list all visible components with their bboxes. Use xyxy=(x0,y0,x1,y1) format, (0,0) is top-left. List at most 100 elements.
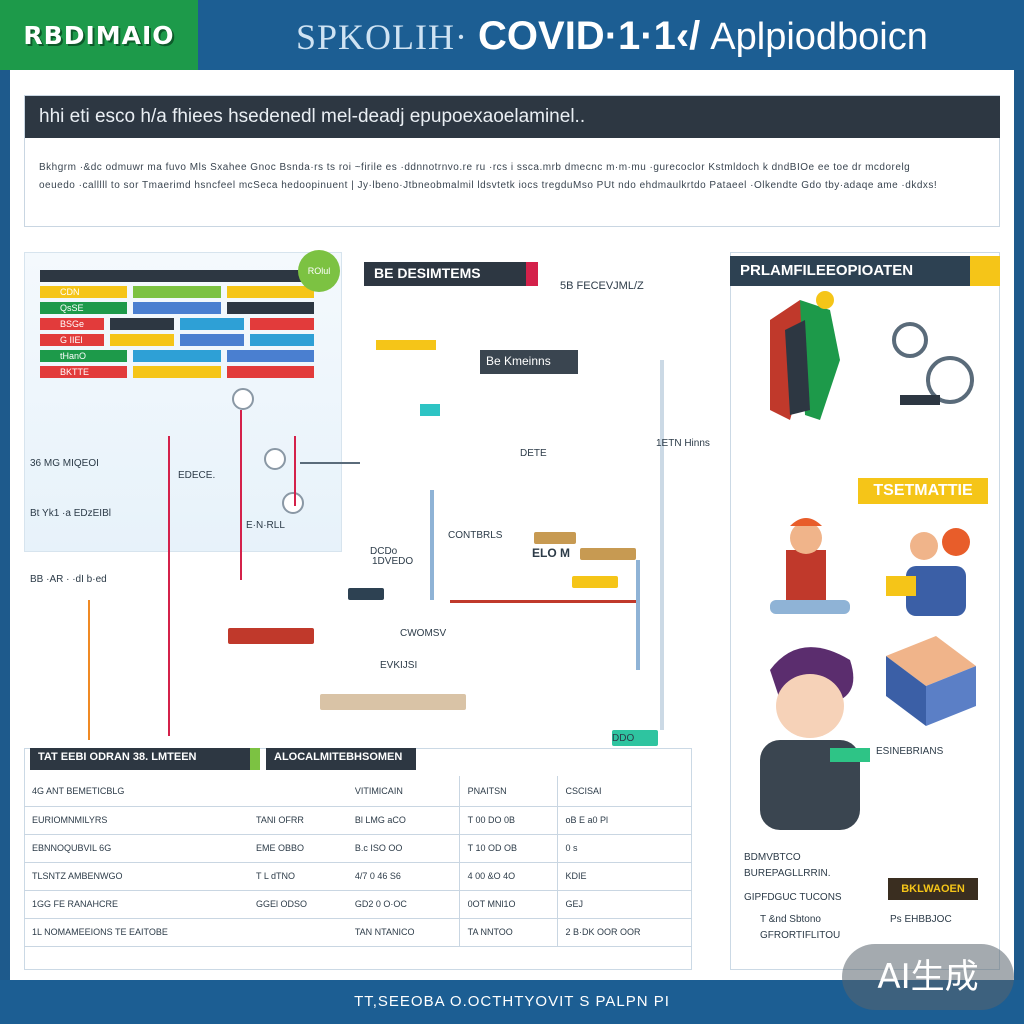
title-tail: Aplpiodboicn xyxy=(710,16,928,58)
bar-label: BKTTE xyxy=(60,367,90,377)
bar-row: BKTTE xyxy=(40,366,320,378)
right-note: Ps EHBBJOC xyxy=(890,914,952,925)
table-cell: EME OBBO xyxy=(247,834,347,863)
center-note: CONTBRLS xyxy=(448,530,503,541)
title-prefix: SPKOLIH· xyxy=(296,17,469,57)
flow-block xyxy=(348,588,384,600)
bar-segment xyxy=(180,318,244,330)
column-header xyxy=(247,776,347,807)
bar-label: QsSE xyxy=(60,303,84,313)
bar-segment xyxy=(40,318,104,330)
left-note: E·N·RLL xyxy=(246,520,285,531)
center-note: DDO xyxy=(612,733,635,744)
brand-badge: RBDIMAIO xyxy=(0,0,198,70)
bar-segment xyxy=(40,366,128,378)
intro-text-line-1: Bkhgrm ·&dc odmuwr ma fuvo Mls Sxahee Gn… xyxy=(39,162,911,173)
table-cell: TANI OFRR xyxy=(247,806,347,835)
flow-line xyxy=(636,560,640,670)
flow-block xyxy=(320,694,466,710)
table-cell: EBNNOQUBVIL 6G xyxy=(24,834,248,863)
flow-bar xyxy=(420,404,440,416)
bar-row: tHanO xyxy=(40,350,320,362)
brand-name: RBDIMAIO xyxy=(23,20,175,50)
flow-block xyxy=(580,548,636,560)
table-cell: T L dTNO xyxy=(247,862,347,891)
table-cell: 0 s xyxy=(556,834,692,863)
bar-label: G IIEl xyxy=(60,335,83,345)
table-cell: EURIOMNMILYRS xyxy=(24,806,248,835)
character-illustration xyxy=(760,647,870,830)
tab-table-a[interactable]: TAT EEBI ODRAN 38. LMTEEN xyxy=(30,748,260,770)
bar-segment xyxy=(226,286,314,298)
bar-row xyxy=(40,270,320,282)
connector-node xyxy=(232,388,254,410)
header-bar: RBDIMAIO SPKOLIH· COVID·1·1‹/ Aplpiodboi… xyxy=(0,0,1024,70)
left-panel-badge: ROlul xyxy=(298,250,340,292)
ai-generated-watermark: AI生成 xyxy=(842,944,1014,1010)
center-note: EVKIJSI xyxy=(380,660,418,671)
column-header: VITIMICAIN xyxy=(346,776,460,807)
column-header: PNAITSN xyxy=(458,776,557,807)
center-note: CWOMSV xyxy=(400,628,447,639)
bar-segment xyxy=(180,334,244,346)
connector-line xyxy=(168,436,170,736)
box-illustration xyxy=(886,636,976,726)
bar-segment xyxy=(110,318,174,330)
bar-segment xyxy=(110,334,174,346)
bar-segment xyxy=(250,334,314,346)
table-cell: 2 B·DK OOR OOR xyxy=(556,918,692,947)
table-cell: GGEl ODSO xyxy=(247,890,347,919)
table-cell: oB E a0 Pl xyxy=(556,806,692,835)
center-note: DCDo xyxy=(370,546,398,557)
bar-label: tHanO xyxy=(60,351,87,361)
people-illustration xyxy=(770,291,840,420)
bar-segment xyxy=(226,302,314,314)
left-note: BB ·AR · ·dI b·ed xyxy=(30,574,107,585)
center-note: 1DVEDO xyxy=(372,556,414,567)
left-note: 36 MG MIQEOI xyxy=(30,458,99,469)
connector-line xyxy=(294,436,296,506)
table-cell: 1GG FE RANAHCRE xyxy=(24,890,248,919)
center-sub-label: 5B FECEVJML/Z xyxy=(560,280,644,292)
highlight-box xyxy=(228,628,314,644)
table-cell: GD2 0 O·OC xyxy=(346,890,460,919)
connector-node xyxy=(282,492,304,514)
gears-illustration xyxy=(892,322,974,405)
bar-label: BSGe xyxy=(60,319,85,329)
flow-line xyxy=(430,490,434,600)
table-cell: B.c ISO OO xyxy=(346,834,460,863)
connector-node xyxy=(264,448,286,470)
page-title: SPKOLIH· COVID·1·1‹/ Aplpiodboicn xyxy=(296,14,928,58)
right-note: T &nd Sbtono xyxy=(760,914,821,925)
center-note: 1ETN Hinns xyxy=(656,438,710,449)
bar-segment xyxy=(40,334,104,346)
connector-line xyxy=(240,410,242,580)
table-cell: TA NNTOO xyxy=(458,918,557,947)
right-note: GFRORTIFLITOU xyxy=(760,930,841,941)
flow-line xyxy=(450,600,640,603)
center-sub-heading: Be Kmeinns xyxy=(480,350,578,374)
tab-table-b[interactable]: ALOCALMITEBHSOMEN xyxy=(266,748,416,770)
intro-text-line-2: oeuedo ·calllll to sor Tmaerimd hsncfeel… xyxy=(39,180,938,191)
right-note: BDMVBTCO xyxy=(744,852,801,863)
table-cell: GEJ xyxy=(556,890,692,919)
bar-segment xyxy=(40,302,128,314)
center-note: ELO M xyxy=(532,546,570,560)
left-note: EDECE. xyxy=(178,470,216,481)
right-note: ESINEBRIANS xyxy=(876,746,944,757)
intro-panel: hhi eti esco h/a fhiees hsedenedl mel-de… xyxy=(24,95,1000,227)
bar-segment xyxy=(40,270,314,282)
bar-segment xyxy=(133,302,221,314)
flow-bar xyxy=(376,340,436,350)
table-cell: 0OT MNl1O xyxy=(458,890,557,919)
right-dark-tag: BKLWAOEN xyxy=(888,878,978,900)
table-cell: T 00 DO 0B xyxy=(458,806,557,835)
title-main: COVID·1·1‹/ xyxy=(478,14,701,58)
left-note: Bt Yk1 ·a EDzEIBl xyxy=(30,508,111,519)
flow-block xyxy=(534,532,576,544)
bar-segment xyxy=(40,286,128,298)
